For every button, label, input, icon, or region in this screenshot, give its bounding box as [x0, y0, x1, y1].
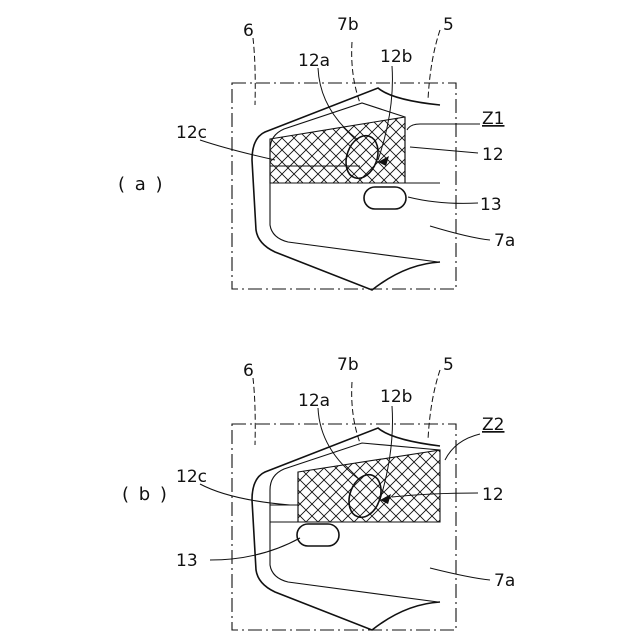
- label-6: 6: [243, 21, 254, 41]
- leader-12c-a: [200, 140, 275, 160]
- label-12a: 12a: [298, 51, 330, 71]
- label-13: 13: [480, 195, 502, 215]
- leader-7b-b: [352, 382, 360, 443]
- label-12: 12: [482, 145, 504, 165]
- leader-7b-a: [352, 42, 360, 103]
- label-12c: 12c: [176, 123, 207, 143]
- leader-6-a: [253, 38, 255, 105]
- label-13: 13: [176, 551, 198, 571]
- label-12c: 12c: [176, 467, 207, 487]
- leader-5-a: [428, 30, 440, 100]
- slot-13-b: [297, 524, 339, 546]
- leader-12-a: [410, 147, 478, 153]
- slot-13-a: [364, 187, 406, 209]
- label-12b: 12b: [380, 47, 412, 67]
- leader-5-b: [428, 370, 440, 440]
- leader-z-b: [445, 434, 480, 460]
- label-7b: 7b: [337, 15, 359, 35]
- label-12b: 12b: [380, 387, 412, 407]
- wedge-outline-a: [252, 88, 440, 290]
- leader-7a-a: [430, 226, 490, 240]
- label-z2: Z2: [482, 415, 504, 435]
- label-7a: 7a: [494, 571, 515, 591]
- label-z1: Z1: [482, 109, 504, 129]
- label-7b: 7b: [337, 355, 359, 375]
- boundary-frame-a: [232, 83, 456, 289]
- leader-z-a: [407, 124, 480, 130]
- label-12a: 12a: [298, 391, 330, 411]
- panel-a: ( a ) 6 7b 5 12a 1: [118, 15, 515, 290]
- label-5: 5: [443, 355, 454, 375]
- leader-6-b: [253, 378, 255, 445]
- leader-13-a: [408, 197, 478, 203]
- label-12: 12: [482, 485, 504, 505]
- panel-a-label: ( a ): [118, 174, 165, 195]
- panel-b-label: ( b ): [122, 484, 169, 505]
- label-7a: 7a: [494, 231, 515, 251]
- label-6: 6: [243, 361, 254, 381]
- leader-12c-b: [200, 484, 290, 505]
- label-5: 5: [443, 15, 454, 35]
- panel-b: ( b ) 6 7b 5 12a 12b Z2 12 12c 13 7a: [122, 355, 515, 630]
- leader-7a-b: [430, 568, 490, 580]
